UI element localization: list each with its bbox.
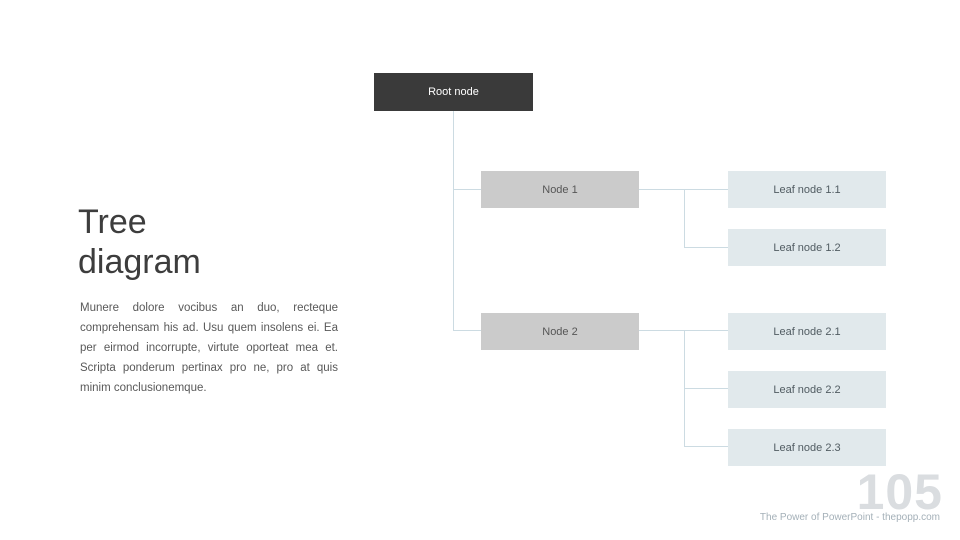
connector-node2-out (639, 330, 684, 331)
connector-node1-leaves-rail (684, 189, 685, 248)
tree-leaf-1-2: Leaf node 1.2 (728, 229, 886, 266)
tree-leaf-1-1: Leaf node 1.1 (728, 171, 886, 208)
tree-node-2: Node 2 (481, 313, 639, 350)
connector-to-leaf-2-3 (684, 446, 728, 447)
connector-to-leaf-1-1 (684, 189, 728, 190)
connector-to-leaf-1-2 (684, 247, 728, 248)
slide-title-line1: Tree (78, 202, 147, 241)
connector-root-trunk (453, 111, 454, 331)
connector-to-leaf-2-2 (684, 388, 728, 389)
slide-body-text: Munere dolore vocibus an duo, recteque c… (80, 301, 338, 394)
connector-root-to-node2 (453, 330, 481, 331)
connector-node1-out (639, 189, 684, 190)
connector-to-leaf-2-1 (684, 330, 728, 331)
tree-leaf-2-1: Leaf node 2.1 (728, 313, 886, 350)
page-number: 105 (856, 464, 943, 520)
tree-leaf-2-2: Leaf node 2.2 (728, 371, 886, 408)
connector-root-to-node1 (453, 189, 481, 190)
tree-root-node: Root node (374, 73, 533, 111)
slide-title-line2: diagram (78, 242, 201, 281)
footer-credit: The Power of PowerPoint - thepopp.com (759, 512, 940, 523)
tree-leaf-2-3: Leaf node 2.3 (728, 429, 886, 466)
tree-node-1: Node 1 (481, 171, 639, 208)
